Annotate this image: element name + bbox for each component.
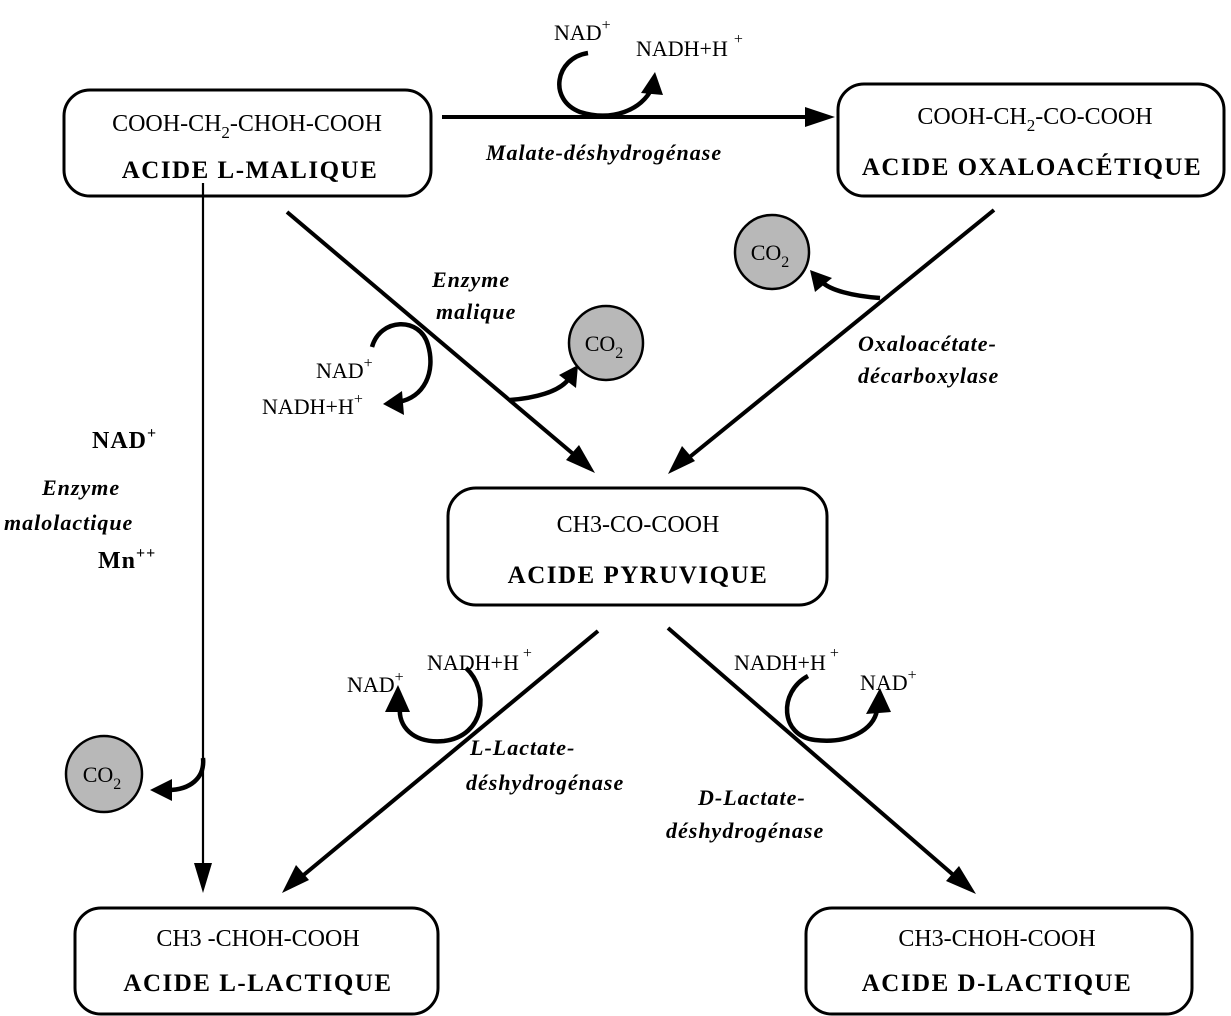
- cofactor-loop-malate-dh: [557, 50, 663, 118]
- name-oxaloacetique: ACIDE OXALOACÉTIQUE: [862, 153, 1202, 181]
- co2-bubble-malolactique: CO2: [64, 734, 144, 814]
- compound-box-pyruvique: CH3-CO-COOH ACIDE PYRUVIQUE: [446, 486, 829, 607]
- arrow-d-lactate-dehydrogenase: [666, 626, 976, 894]
- svg-text:CO2: CO2: [751, 240, 790, 271]
- compound-box-d-lactique: CH3-CHOH-COOH ACIDE D-LACTIQUE: [804, 906, 1194, 1016]
- name-pyruvique: ACIDE PYRUVIQUE: [508, 562, 769, 589]
- co2-bubble-malique: CO2: [567, 304, 645, 382]
- co2-release-arrow-oxaloacetate: [810, 270, 881, 301]
- enzyme-label-l-lactate-line1: L-Lactate-: [469, 735, 575, 760]
- nad-malolactique: NAD+: [92, 425, 157, 454]
- arrow-enzyme-malolactique: [194, 183, 212, 893]
- formula-pyruvique: CH3-CO-COOH: [557, 512, 720, 538]
- enzyme-label-malolactique-line2: malolactique: [4, 510, 133, 535]
- compound-box-l-malique: COOH-CH2-CHOH-COOH ACIDE L-MALIQUE: [62, 88, 433, 198]
- svg-text:CO2: CO2: [83, 762, 122, 793]
- nad-d-lactate-dh: NAD+: [860, 667, 917, 695]
- enzyme-label-d-lactate-line1: D-Lactate-: [697, 785, 806, 810]
- enzyme-label-malique-line2: malique: [436, 299, 516, 324]
- enzyme-label-oxaloacetate-line2: décarboxylase: [858, 363, 999, 388]
- nad-l-lactate-dh: NAD+: [347, 669, 404, 697]
- mn-malolactique: Mn++: [98, 545, 156, 574]
- compound-box-l-lactique: CH3 -CHOH-COOH ACIDE L-LACTIQUE: [73, 906, 440, 1016]
- enzyme-label-malique-line1: Enzyme: [431, 267, 510, 292]
- enzyme-label-malolactique-line1: Enzyme: [41, 475, 120, 500]
- nadh-enzyme-malique: NADH+H+: [262, 391, 363, 419]
- compound-box-oxaloacetique: COOH-CH2-CO-COOH ACIDE OXALOACÉTIQUE: [836, 82, 1226, 198]
- formula-oxaloacetique: COOH-CH2-CO-COOH: [917, 104, 1152, 135]
- arrow-l-lactate-dehydrogenase: [282, 629, 600, 893]
- co2-release-arrow-malolactique: [150, 757, 206, 801]
- nadh-d-lactate-dh: NADH+H+: [734, 645, 839, 675]
- name-l-malique: ACIDE L-MALIQUE: [122, 157, 379, 184]
- arrow-enzyme-malique: [285, 210, 595, 473]
- formula-d-lactique: CH3-CHOH-COOH: [898, 926, 1095, 952]
- arrow-malate-dehydrogenase: [442, 107, 835, 127]
- nadh-l-lactate-dh: NADH+H+: [427, 645, 532, 675]
- nad-enzyme-malique: NAD+: [316, 355, 373, 383]
- arrow-oxaloacetate-decarboxylase: [668, 208, 996, 474]
- name-l-lactique: ACIDE L-LACTIQUE: [123, 970, 392, 997]
- co2-release-arrow-malique: [509, 365, 578, 403]
- enzyme-label-oxaloacetate-line1: Oxaloacétate-: [858, 331, 997, 356]
- cofactor-loop-enzyme-malique: [369, 322, 433, 415]
- nad-malate-dh: NAD+: [554, 17, 611, 45]
- cofactor-loop-d-lactate-dh: [784, 674, 891, 743]
- enzyme-label-l-lactate-line2: déshydrogénase: [466, 770, 624, 795]
- nadh-malate-dh: NADH+H+: [636, 31, 743, 61]
- formula-l-malique: COOH-CH2-CHOH-COOH: [112, 111, 382, 142]
- enzyme-label-malate-dh: Malate-déshydrogénase: [485, 140, 722, 165]
- enzyme-label-d-lactate-line2: déshydrogénase: [666, 818, 824, 843]
- name-d-lactique: ACIDE D-LACTIQUE: [862, 970, 1133, 997]
- cofactor-loop-l-lactate-dh: [385, 666, 483, 744]
- formula-l-lactique: CH3 -CHOH-COOH: [156, 926, 359, 952]
- co2-bubble-oxaloacetate: CO2: [733, 213, 811, 291]
- svg-text:CO2: CO2: [585, 331, 624, 362]
